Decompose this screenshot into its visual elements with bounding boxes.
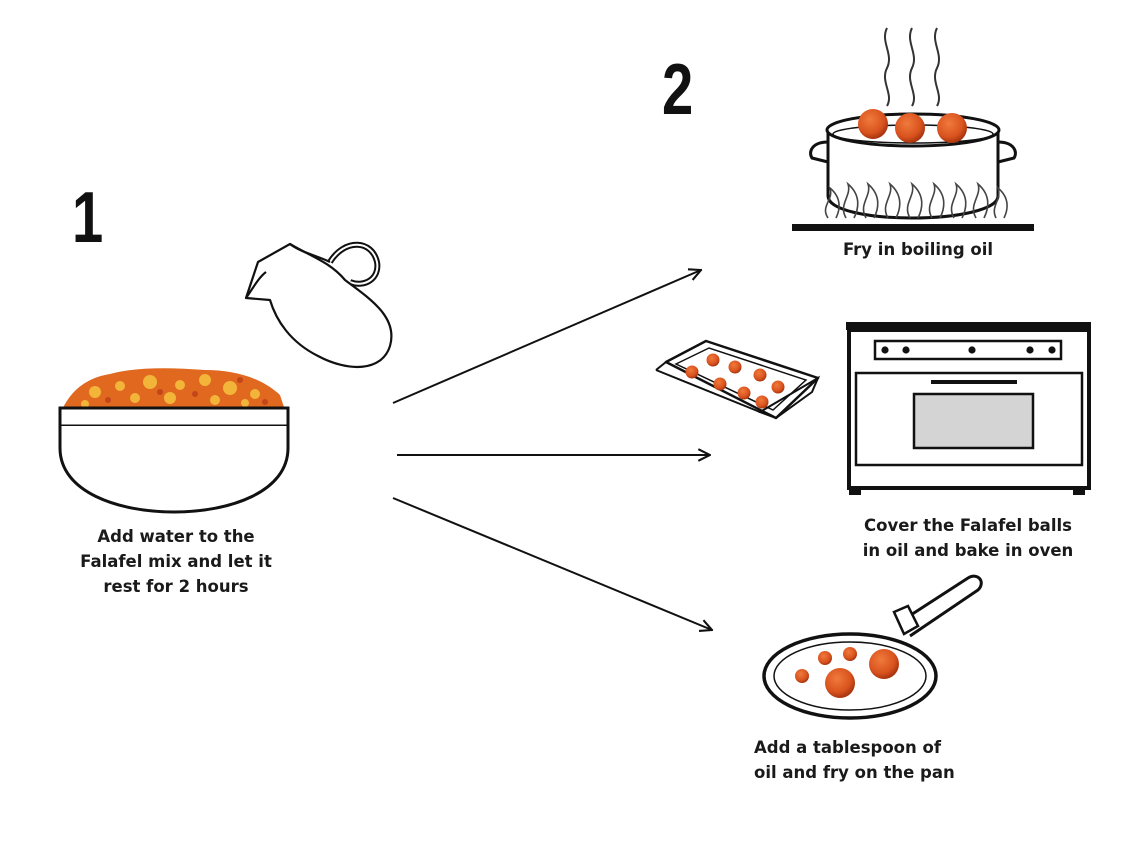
- arrow-to-pan-fry: [392, 497, 712, 630]
- steam-lines: [884, 27, 940, 107]
- arrows: [392, 270, 712, 630]
- falafel-balls-in-pan: [795, 647, 899, 698]
- mixing-bowl: [58, 406, 290, 514]
- caption-deep-fry: Fry in boiling oil: [842, 240, 994, 259]
- caption-soak: Add water to the Falafel mix and let it …: [80, 527, 272, 596]
- burner-flames: [824, 181, 1008, 219]
- falafel-balls-on-tray: [685, 353, 785, 409]
- water-jug: [244, 241, 393, 368]
- arrow-to-deep-fry: [392, 270, 701, 404]
- baking-tray: [655, 339, 821, 420]
- falafel-balls-in-pot: [858, 109, 967, 143]
- frying-pan: [762, 574, 983, 720]
- falafel-mix: [62, 368, 285, 410]
- stove-burner: [792, 224, 1034, 231]
- step-2-number: 2: [662, 50, 694, 130]
- caption-bake: Cover the Falafel balls in oil and bake …: [862, 516, 1074, 560]
- caption-pan-fry: Add a tablespoon of oil and fry on the p…: [754, 738, 955, 782]
- step-1-number: 1: [72, 178, 104, 258]
- oven: [846, 322, 1091, 495]
